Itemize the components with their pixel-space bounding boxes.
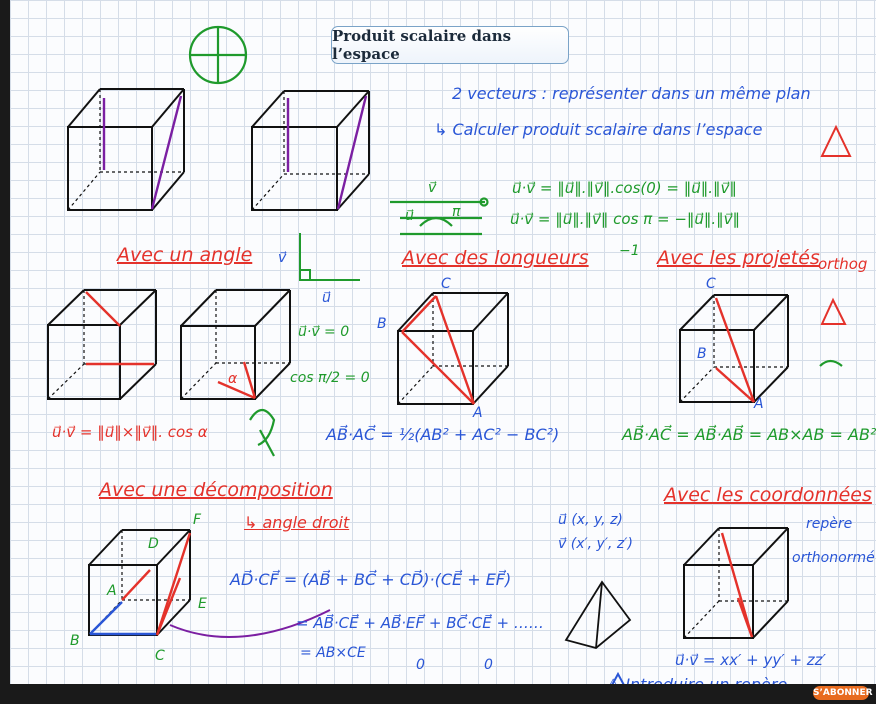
alpha-label: α (228, 371, 238, 387)
formula-lengths: AB⃗·AC⃗ = ½(AB² + AC² − BC²) (326, 425, 560, 444)
decomp-point-F: F (193, 512, 202, 528)
green-vector-v: v⃗ (428, 180, 437, 196)
heading-angle: Avec un angle (117, 244, 253, 266)
coords-v: v⃗ (x′, y′, z′) (558, 536, 633, 552)
heading-decomposition: Avec une décomposition (99, 479, 333, 501)
minus-one-label: −1 (619, 243, 640, 259)
point-B-label: B (377, 316, 387, 332)
orthonormal-label: orthonormé (792, 550, 875, 566)
decomp-point-C: C (155, 648, 165, 664)
formula-angle: u⃗·v⃗ = ‖u⃗‖×‖v⃗‖. cos α (52, 423, 208, 441)
orthog-label: orthog (818, 255, 868, 273)
cube-5 (397, 292, 509, 405)
heading-coordinates: Avec les coordonnées (664, 484, 872, 506)
formula-cos-half-pi: cos π/2 = 0 (290, 370, 370, 386)
cube-2 (251, 90, 370, 211)
formula-decomp-3: = AB×CE (300, 645, 366, 661)
decomp-point-D: D (148, 536, 159, 552)
cube-1 (67, 88, 185, 211)
page-title: Produit scalaire dans l’espace (331, 26, 569, 64)
cube-8 (683, 527, 789, 639)
point-A-label: A (473, 405, 483, 421)
note-calculate: ↳ Calculer produit scalaire dans l’espac… (434, 120, 763, 139)
cube-7 (88, 529, 191, 636)
decomp-point-B: B (70, 633, 80, 649)
formula-decomp-2: = AB⃗·CE⃗ + AB⃗·EF⃗ + BC⃗·CE⃗ + …… (296, 614, 544, 632)
formula-cos-pi: u⃗·v⃗ = ‖u⃗‖.‖v⃗‖ cos π = −‖u⃗‖.‖v⃗‖ (510, 210, 741, 228)
vector-u-label: u⃗ (322, 290, 331, 306)
formula-uv-zero: u⃗·v⃗ = 0 (298, 324, 350, 340)
formula-decomp-1: AD⃗·CF⃗ = (AB⃗ + BC⃗ + CD⃗)·(CE⃗ + EF⃗) (230, 570, 512, 589)
coords-u: u⃗ (x, y, z) (558, 512, 623, 528)
heading-projections: Avec les projetés (657, 247, 820, 269)
proj-point-B-label: B (697, 346, 707, 362)
proj-point-C-label: C (706, 276, 716, 292)
cube-4 (180, 289, 291, 400)
repere-label: repère (806, 516, 853, 532)
decomp-point-A: A (107, 583, 117, 599)
heading-lengths: Avec des longueurs (402, 247, 589, 269)
green-pi-label: π (452, 204, 461, 220)
formula-projections: AB⃗·AC⃗ = AB⃗·AB⃗ = AB×AB = AB² (622, 425, 876, 444)
subscribe-button[interactable]: S’ABONNER (813, 686, 873, 700)
formula-cos-zero: u⃗·v⃗ = ‖u⃗‖.‖v⃗‖.cos(0) = ‖u⃗‖.‖v⃗‖ (512, 179, 737, 197)
right-angle-label: ↳ angle droit (244, 513, 350, 532)
green-vector-u: u⃗ (405, 208, 414, 224)
pyramid (564, 580, 632, 649)
cube-6 (679, 294, 789, 403)
vector-v-label: v⃗ (278, 250, 287, 266)
note-vectors-plane: 2 vecteurs : représenter dans un même pl… (452, 84, 811, 103)
point-C-label: C (441, 276, 451, 292)
zero-label-1: 0 (416, 657, 425, 673)
formula-coordinates: u⃗·v⃗ = xx′ + yy′ + zz′ (675, 651, 826, 669)
left-letterbox (0, 0, 10, 704)
bottom-letterbox (0, 684, 876, 704)
zero-label-2: 0 (484, 657, 493, 673)
proj-point-A-label: A (754, 396, 764, 412)
decomp-point-E: E (198, 596, 207, 612)
